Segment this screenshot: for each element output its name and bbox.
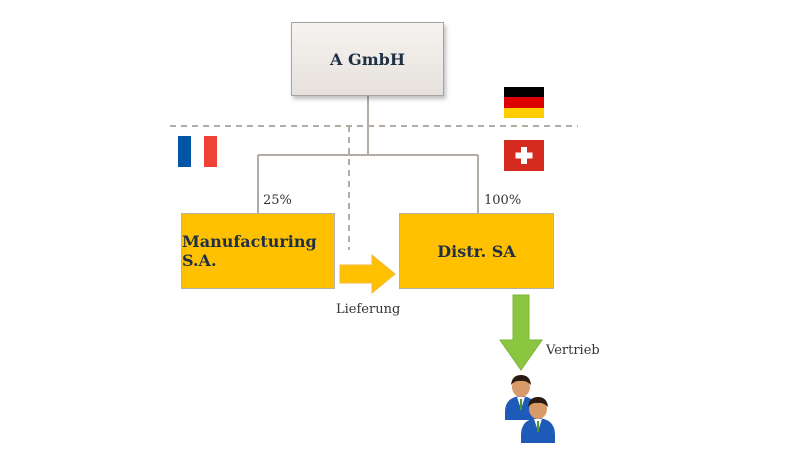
germany-flag-icon: [504, 87, 544, 118]
sales-arrow: [499, 294, 543, 371]
manufacturing-entity-label: Manufacturing S.A.: [182, 232, 317, 270]
parent-entity-box: A GmbH: [291, 22, 444, 96]
france-flag-stripe: [204, 136, 217, 167]
germany-flag-stripe: [504, 97, 544, 108]
france-flag-stripe: [191, 136, 204, 167]
parent-entity-label: A GmbH: [330, 49, 405, 69]
manufacturing-ownership-pct: 25%: [263, 193, 292, 208]
manufacturing-entity-box: Manufacturing S.A.: [181, 213, 335, 289]
delivery-label: Lieferung: [336, 302, 401, 317]
germany-flag-stripe: [504, 107, 544, 118]
france-flag-icon: [178, 136, 217, 167]
france-flag-stripe: [178, 136, 191, 167]
distribution-entity-label: Distr. SA: [437, 241, 516, 261]
germany-flag-stripe: [504, 87, 544, 98]
distribution-ownership-pct: 100%: [484, 193, 522, 208]
customers-icon: [505, 375, 555, 443]
distribution-entity-box: Distr. SA: [399, 213, 554, 289]
sales-label: Vertrieb: [546, 343, 600, 358]
delivery-arrow: [339, 253, 396, 295]
switzerland-flag-icon: [504, 140, 544, 171]
